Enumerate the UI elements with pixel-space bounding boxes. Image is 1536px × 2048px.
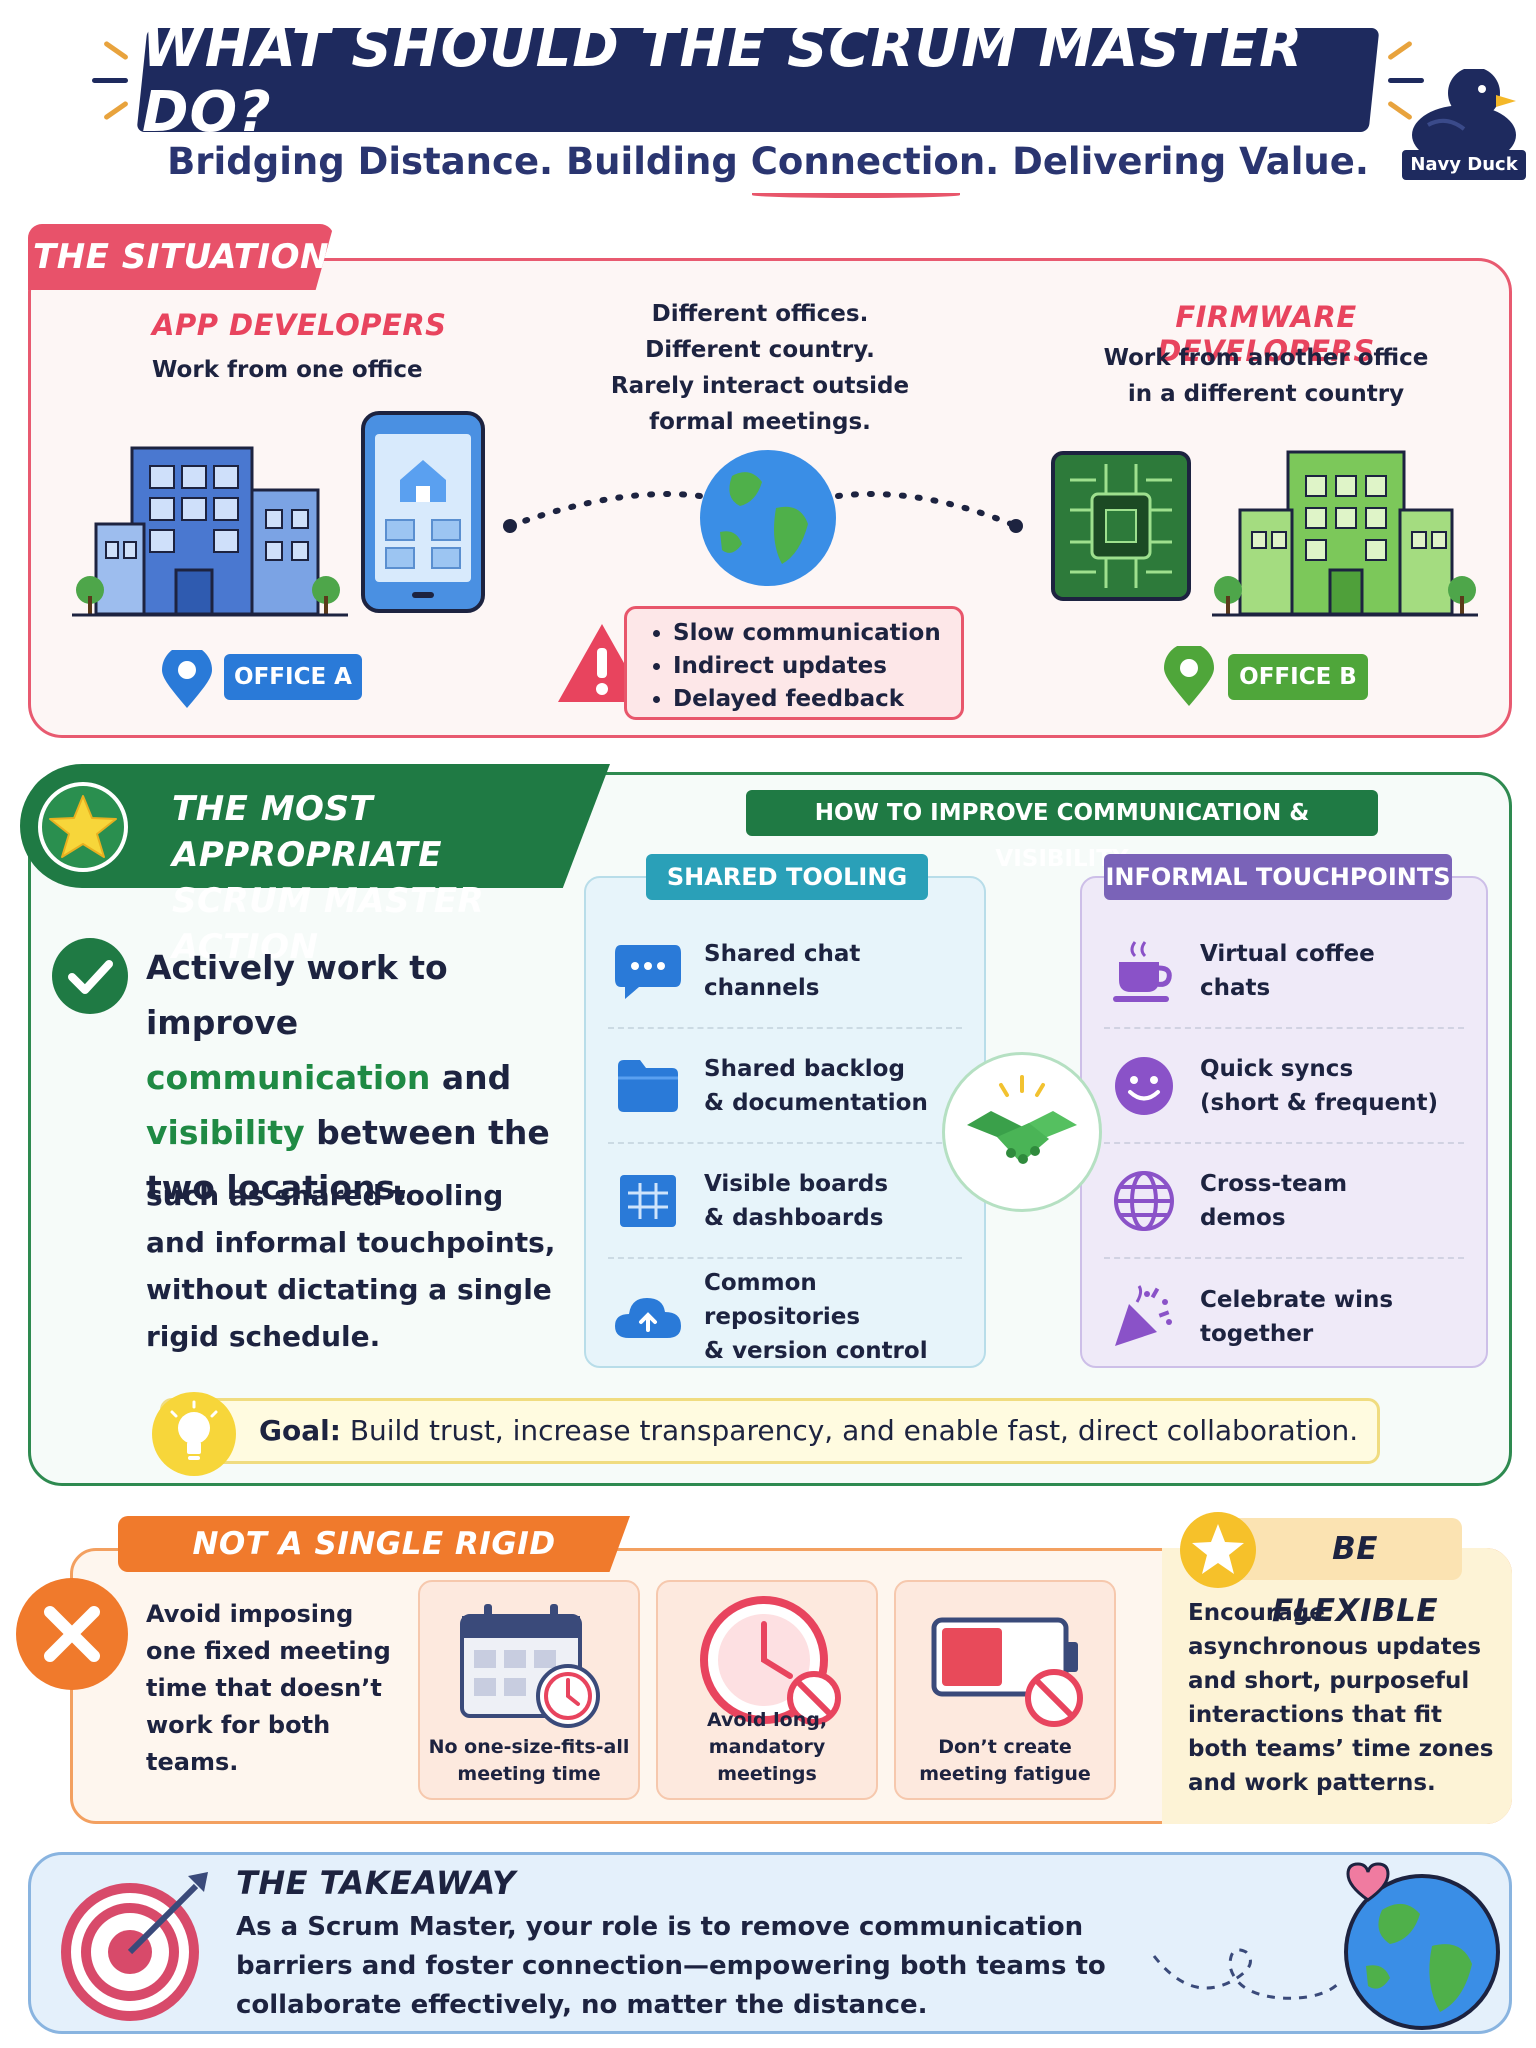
flex-star-badge: [1180, 1512, 1256, 1588]
situation-center-desc: Different offices. Different country. Ra…: [610, 301, 910, 435]
goal-label: Goal:: [259, 1414, 341, 1447]
folder-icon: [608, 1046, 688, 1126]
situation-tag: THE SITUATION: [28, 224, 334, 290]
issue-item: Indirect updates: [673, 650, 961, 683]
page-subtitle: Bridging Distance. Building Connection. …: [167, 140, 1369, 183]
title-deco-line: [1388, 78, 1424, 83]
star-badge: [38, 782, 128, 872]
rigid-card: Avoid long, mandatory meetings: [656, 1580, 878, 1800]
office-b-tag: OFFICE B: [1228, 654, 1368, 700]
smartphone-app-icon: [361, 411, 485, 613]
tooling-item: Shared backlog & documentation: [608, 1029, 962, 1144]
action-main-statement: Actively work to improve communication a…: [146, 940, 566, 1215]
target-arrow-icon: [61, 1872, 208, 2021]
cloud-icon: [608, 1277, 688, 1357]
title-deco-line: [92, 78, 128, 83]
rigid-card: No one-size-fits-all meeting time: [418, 1580, 640, 1800]
title-deco-line: [103, 100, 129, 121]
page-title: WHAT SHOULD THE SCRUM MASTER DO?: [142, 15, 1304, 145]
rigid-schedule-tag: NOT A SINGLE RIGID SCHEDULE: [118, 1516, 630, 1572]
touchpoint-item: Virtual coffee chats: [1104, 914, 1464, 1029]
issue-item: Slow communication: [673, 617, 961, 650]
tooling-item: Visible boards & dashboards: [608, 1144, 962, 1259]
title-deco-line: [103, 40, 129, 61]
circuit-chip-icon: [1051, 451, 1191, 601]
issues-list: Slow communication Indirect updates Dela…: [624, 606, 964, 720]
clock-prohibited-icon: [700, 1596, 841, 1725]
app-developers-title: APP DEVELOPERS: [152, 308, 447, 342]
informal-touchpoints-box: Virtual coffee chats Quick syncs (short …: [1080, 876, 1488, 1368]
lightbulb-icon: [170, 1400, 218, 1460]
star-icon: [49, 795, 117, 858]
touchpoint-item: Cross-team demos: [1104, 1144, 1464, 1259]
globe-connection-icon: [503, 450, 1023, 586]
takeaway-panel: [28, 1852, 1512, 2034]
takeaway-title: THE TAKEAWAY: [236, 1864, 516, 1902]
action-text: Actively work to improve: [146, 948, 448, 1042]
action-text: and: [430, 1058, 512, 1097]
chat-bubble-icon: [608, 931, 688, 1011]
goal-statement: Goal: Build trust, increase transparency…: [160, 1398, 1380, 1464]
shared-tooling-box: Shared chat channels Shared backlog & do…: [584, 876, 986, 1368]
close-icon: [44, 1606, 100, 1662]
office-building-icon: [72, 446, 348, 617]
checkmark-icon: [68, 960, 113, 994]
tooling-item: Shared chat channels: [608, 914, 962, 1029]
rigid-card: Don’t create meeting fatigue: [894, 1580, 1116, 1800]
be-flexible-desc: Encourage asynchronous updates and short…: [1188, 1600, 1494, 1796]
coffee-cup-icon: [1104, 931, 1184, 1011]
handshake-badge: [942, 1052, 1102, 1212]
goal-text: Build trust, increase transparency, and …: [340, 1414, 1359, 1447]
takeaway-text: As a Scrum Master, your role is to remov…: [236, 1912, 1106, 2020]
action-sub-statement: such as shared tooling and informal touc…: [146, 1179, 556, 1353]
action-highlight: visibility: [146, 1113, 305, 1152]
app-developers-desc: Work from one office: [152, 357, 423, 383]
informal-touchpoints-header: INFORMAL TOUCHPOINTS: [1104, 854, 1452, 900]
firmware-developers-desc: Work from another office in a different …: [1103, 345, 1429, 407]
star-icon: [1192, 1524, 1244, 1574]
touchpoint-item: Quick syncs (short & frequent): [1104, 1029, 1464, 1144]
rigid-card-caption: Avoid long, mandatory meetings: [706, 1709, 828, 1785]
logo-label: Navy Duck: [1402, 150, 1526, 180]
smiley-icon: [1104, 1046, 1184, 1126]
improve-heading: HOW TO IMPROVE COMMUNICATION & VISIBILIT…: [746, 790, 1378, 872]
action-text: between the two locations,: [146, 1113, 550, 1207]
touchpoint-item: Celebrate wins together: [1104, 1259, 1464, 1374]
be-flexible-panel: [1162, 1548, 1512, 1824]
firmware-developers-title: FIRMWARE DEVELOPERS: [1157, 300, 1375, 368]
battery-low-icon: [931, 1617, 1083, 1727]
globe-heart-icon: [1152, 1862, 1500, 2030]
calendar-clock-icon: [460, 1604, 600, 1728]
office-a-tag: OFFICE A: [224, 654, 362, 700]
action-highlight: communication: [146, 1058, 431, 1097]
lightbulb-badge: [152, 1392, 236, 1476]
x-badge: [16, 1578, 128, 1690]
tooling-item: Common repositories & version control: [608, 1259, 962, 1374]
issue-item: Delayed feedback: [673, 683, 961, 716]
party-popper-icon: [1104, 1277, 1184, 1357]
subtitle-underline: [752, 192, 960, 198]
board-grid-icon: [608, 1161, 688, 1241]
action-tag-text: THE MOST APPROPRIATE SCRUM MASTER ACTION: [172, 786, 592, 970]
office-building-icon: [1212, 450, 1478, 617]
handshake-icon: [967, 1075, 1077, 1164]
action-tag-line: SCRUM MASTER ACTION: [172, 881, 485, 967]
shared-tooling-header: SHARED TOOLING: [646, 854, 928, 900]
check-badge: [52, 938, 128, 1014]
office-a-pin-icon: [162, 650, 212, 708]
office-b-pin-icon: [1164, 646, 1214, 706]
rigid-card-caption: No one-size-fits-all meeting time: [428, 1736, 630, 1785]
rigid-card-caption: Don’t create meeting fatigue: [919, 1736, 1091, 1785]
title-banner: WHAT SHOULD THE SCRUM MASTER DO?: [136, 15, 1380, 145]
globe-icon: [1104, 1161, 1184, 1241]
action-tag-line: THE MOST APPROPRIATE: [172, 789, 442, 875]
rigid-schedule-desc: Avoid imposing one fixed meeting time th…: [146, 1600, 391, 1776]
